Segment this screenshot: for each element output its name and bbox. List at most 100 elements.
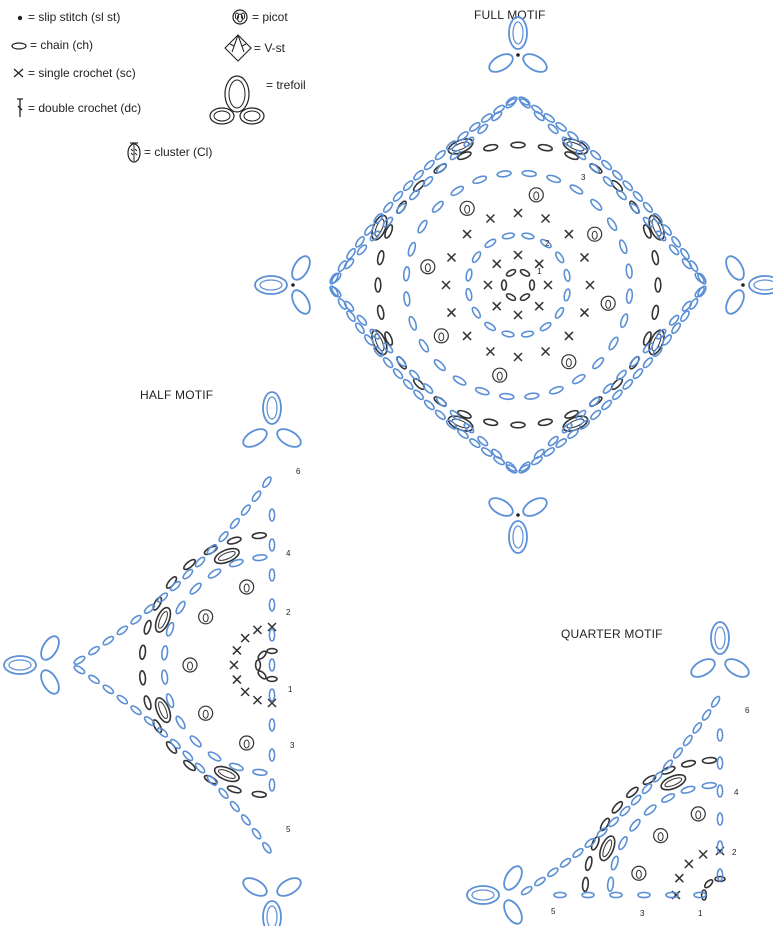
trefoil-loop xyxy=(37,667,62,697)
chain-stitch xyxy=(610,892,622,897)
cluster-stitch xyxy=(601,839,613,858)
chain-stitch xyxy=(638,892,650,897)
chain-stitch xyxy=(269,539,274,551)
picot xyxy=(203,710,208,718)
chain-stitch xyxy=(408,316,418,331)
cluster-stitch xyxy=(664,776,683,788)
picot xyxy=(188,662,193,670)
round-number-labels: 1 2 3 6 4 2 1 3 5 6 4 2 5 3 1 xyxy=(286,173,750,918)
chain-stitch xyxy=(189,582,203,596)
trefoil-loop xyxy=(520,494,550,519)
trefoil xyxy=(255,253,314,317)
chain-stitch xyxy=(534,876,547,887)
trefoil-loop xyxy=(274,425,304,450)
chain-stitch xyxy=(450,185,465,197)
chain-stitch xyxy=(615,369,627,381)
chain-stitch xyxy=(252,791,266,798)
chain-stitch xyxy=(555,121,568,132)
single-crochet-stitch xyxy=(253,626,261,634)
chain-stitch xyxy=(207,567,222,579)
trefoil-loop xyxy=(486,50,516,75)
chain-stitch xyxy=(413,169,425,181)
chain-stitch xyxy=(413,389,425,401)
chain-stitch xyxy=(375,278,381,292)
chain-stitch xyxy=(161,670,168,685)
chain-stitch xyxy=(267,677,277,682)
chain-stitch xyxy=(602,175,614,187)
chain-stitch xyxy=(354,322,365,335)
trefoil-loop xyxy=(9,660,31,670)
trefoil-loop xyxy=(263,901,281,926)
chain-stitch xyxy=(207,750,222,762)
single-crochet-stitch xyxy=(675,874,683,882)
single-crochet-stitch xyxy=(463,230,471,238)
chain-stitch xyxy=(591,356,605,370)
chain-stitch xyxy=(703,878,713,888)
chain-stitch xyxy=(257,670,267,680)
single-crochet-stitch xyxy=(514,209,522,217)
chain-stitch xyxy=(668,314,680,326)
quarter-round-4: 4 xyxy=(734,788,739,797)
chain-stitch xyxy=(395,202,407,214)
chain-stitch xyxy=(554,251,565,264)
full-motif-diagram xyxy=(255,17,773,553)
chain-stitch xyxy=(253,554,268,561)
picot xyxy=(592,231,597,239)
chain-stitch xyxy=(174,715,186,730)
chain-stitch xyxy=(102,684,115,695)
single-crochet-stitch xyxy=(581,309,589,317)
chain-stitch xyxy=(670,322,681,335)
chain-stitch xyxy=(143,695,152,710)
chain-stitch xyxy=(701,709,712,722)
chain-stitch xyxy=(600,159,612,171)
chain-stitch xyxy=(356,244,368,256)
chain-stitch xyxy=(619,313,629,328)
chain-stitch xyxy=(681,785,696,794)
chain-stitch xyxy=(143,603,156,615)
chain-stitch xyxy=(88,645,101,656)
chain-stitch xyxy=(174,600,186,615)
chain-stitch xyxy=(165,622,175,637)
chain-stitch xyxy=(356,314,368,326)
slip-stitch xyxy=(516,513,520,517)
trefoil xyxy=(688,622,752,681)
chain-stitch xyxy=(546,174,561,184)
single-crochet-stitch xyxy=(447,309,455,317)
chain-stitch xyxy=(269,719,274,731)
chain-stitch xyxy=(546,867,559,878)
chain-stitch xyxy=(519,97,531,109)
chain-stitch xyxy=(668,244,680,256)
chain-stitch xyxy=(606,217,618,232)
chain-stitch xyxy=(491,448,503,460)
chain-stitch xyxy=(511,142,525,148)
chain-stitch xyxy=(511,422,525,428)
trefoil xyxy=(240,392,304,451)
chain-stitch xyxy=(505,293,516,302)
chain-stitch xyxy=(655,278,661,292)
chain-stitch xyxy=(554,892,566,897)
chain-stitch xyxy=(547,123,559,135)
chain-stitch xyxy=(194,556,206,568)
single-crochet-stitch xyxy=(514,311,522,319)
chain-stitch xyxy=(549,385,564,395)
quarter-motif-diagram xyxy=(467,622,752,926)
chain-stitch xyxy=(522,232,535,239)
chain-stitch xyxy=(702,757,716,764)
trefoil-loop xyxy=(520,50,550,75)
chain-stitch xyxy=(269,509,274,521)
picot xyxy=(465,205,470,213)
chain-stitch xyxy=(483,144,498,152)
trefoil-loop xyxy=(274,874,304,899)
chain-stitch xyxy=(500,393,514,400)
chain-stitch xyxy=(392,367,404,379)
chain-stitch xyxy=(530,455,543,466)
chain-stitch xyxy=(602,382,614,394)
chain-stitch xyxy=(632,367,644,379)
chain-stitch xyxy=(563,269,570,282)
chain-stitch xyxy=(484,238,497,249)
single-crochet-stitch xyxy=(241,634,249,642)
single-crochet-stitch xyxy=(447,253,455,261)
chain-stitch xyxy=(169,738,181,750)
trefoil-loop xyxy=(688,655,718,680)
